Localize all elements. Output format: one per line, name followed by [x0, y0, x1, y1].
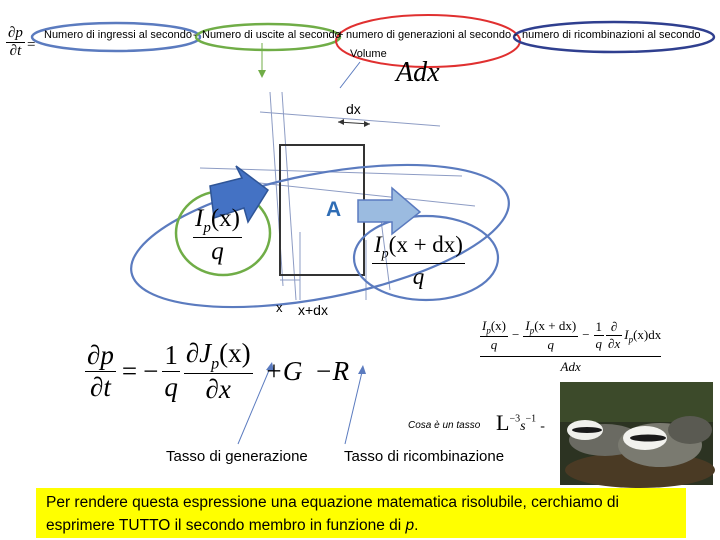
main-one-over-q: 1 q — [162, 340, 180, 403]
adx-label: Adx — [396, 57, 440, 88]
right-equation: Ip(x) q − Ip(x + dx) q − 1 q ∂ ∂x Ip(x)d… — [480, 318, 662, 374]
term-uscite: Numero di uscite al secondo — [202, 29, 341, 41]
header-minus-1: - — [193, 29, 197, 41]
main-plus-g: +G — [264, 356, 303, 387]
label-generazione: Tasso di generazione — [166, 448, 308, 465]
rate-units: L−3s−1- — [496, 410, 545, 435]
arrow-out-icon — [357, 186, 422, 236]
flux-out-symbol: I — [374, 232, 382, 257]
term-ingressi: Numero di ingressi al secondo — [44, 29, 192, 41]
flux-in-arg: (x) — [210, 205, 240, 232]
x-dx-label: x+dx — [298, 302, 328, 318]
dx-label: dx — [346, 101, 361, 117]
arrow-generazioni — [339, 61, 361, 89]
main-minus-r: −R — [314, 356, 350, 387]
term-ricombinazioni: numero di ricombinazioni al secondo — [522, 29, 701, 41]
flux-in-fraction: Ip(x) q — [193, 205, 242, 266]
main-lhs-fraction: ∂p ∂t — [85, 340, 116, 403]
x-label: x — [276, 300, 283, 315]
header-minus-2: - — [514, 29, 518, 41]
term-generazioni: numero di generazioni al secondo — [346, 29, 512, 41]
footer-text: Per rendere questa espressione una equaz… — [46, 494, 619, 534]
ellipse-blue-out — [352, 214, 500, 302]
right-eq-denominator: Adx — [560, 358, 581, 374]
volume-label: Volume — [350, 48, 387, 60]
main-equals: = — [121, 356, 138, 387]
flux-in-symbol: I — [195, 205, 204, 232]
ellipse-uscite — [194, 22, 342, 52]
flux-in-den: q — [211, 238, 224, 265]
footer-var: p — [405, 517, 415, 534]
header-plus: + — [337, 29, 344, 41]
top-equals: = — [27, 37, 36, 53]
label-ricombinazione: Tasso di ricombinazione — [344, 448, 505, 465]
arrow-generazione — [237, 367, 271, 445]
ellipse-ricombinazioni — [512, 20, 716, 54]
badger-photo — [560, 382, 715, 488]
footer-end: . — [414, 517, 419, 534]
rate-note-label: Cosa è un tasso — [408, 420, 481, 431]
top-lhs-fraction: ∂p ∂t — [6, 25, 25, 60]
flux-in-sub: p — [203, 220, 211, 236]
ellipse-ingressi — [30, 21, 202, 53]
flux-out-arg: (x + dx) — [388, 232, 463, 257]
top-lhs-den: ∂t — [9, 43, 22, 59]
flux-out-sub: p — [381, 246, 389, 262]
footer-note: Per rendere questa espressione una equaz… — [36, 488, 686, 538]
ellipse-blue-large — [130, 163, 510, 309]
top-lhs-num: ∂p — [8, 25, 23, 41]
flux-out-fraction: Ip(x + dx) q — [372, 232, 465, 290]
main-equation: ∂p ∂t = − 1 q ∂Jp(x) ∂x +G −R — [85, 338, 349, 405]
arrow-in-icon — [209, 165, 270, 224]
main-derivative: ∂Jp(x) ∂x — [183, 338, 253, 405]
main-minus: − — [143, 356, 159, 387]
arrow-ricombinazione — [344, 371, 363, 445]
flux-out-den: q — [412, 263, 425, 289]
area-label: A — [326, 198, 342, 221]
